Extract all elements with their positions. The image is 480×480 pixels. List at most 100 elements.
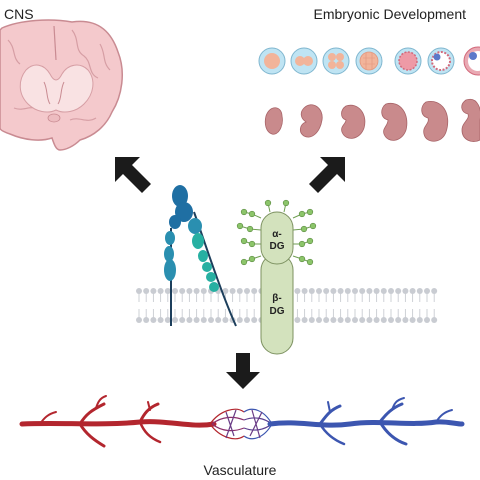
glycan-sugar [246,225,254,233]
lipid-head [294,317,301,323]
lipid-head [143,288,150,294]
lipid-head [316,317,322,323]
lipid-head [301,317,308,323]
lipid-head [222,317,229,323]
glycan-sugar [264,199,272,207]
arrow-up-right-icon [309,157,345,193]
lipid-head [388,317,394,323]
lipid-head [373,288,380,294]
lipid-head [200,317,207,323]
lipid-head [164,288,171,294]
lipid-head [251,288,258,294]
glycan-sugar [306,237,314,245]
lipid-head [308,317,315,323]
embryo-icon [300,104,323,138]
lipid-head [193,317,200,323]
lipid-head [352,288,358,294]
lipid-head [143,317,150,323]
lipid-head [402,288,409,294]
lipid-head [215,317,222,323]
lipid-head [316,288,322,294]
laminin-icon [164,185,237,327]
beta-dg-label-2: DG [270,306,285,317]
lipid-head [244,317,250,323]
arrow-down-icon [226,353,260,389]
lipid-head [431,317,438,323]
glycan-sugar [298,210,306,218]
lipid-head [373,317,380,323]
artery [19,395,217,448]
glycan-sugar [248,210,256,218]
lipid-head [208,317,214,323]
embryo-cell-icon [258,47,286,75]
lipid-head [395,317,402,323]
embryo-cell-icon [355,47,383,75]
embryo-icon [421,101,449,142]
lipid-head [157,288,164,294]
glycan-sugar [306,208,314,216]
glycan-sugar [236,222,244,230]
lipid-head [157,317,164,323]
blood-vessel-icon [19,395,465,448]
dystroglycan-icon: α- DG β- DG [236,199,317,355]
brain-icon [0,19,123,151]
glycan-sugar [300,225,308,233]
lipid-head [193,288,200,294]
lipid-head [244,288,250,294]
lipid-head [186,317,193,323]
lipid-head [172,317,178,323]
lipid-head [186,288,193,294]
glycan-sugar [240,237,248,245]
lipid-head [179,288,186,294]
embryo-cell-icon [322,47,350,75]
lipid-head [301,288,308,294]
lipid-head [366,288,373,294]
glycan-sugar [306,258,314,266]
capillary-bed [209,408,273,440]
lipid-head [136,317,142,323]
lipid-head [344,317,351,323]
lipid-head [172,288,178,294]
lipid-head [308,288,315,294]
lipid-head [416,317,423,323]
lipid-head [164,317,171,323]
lipid-head [251,317,258,323]
glycan-sugar [248,255,256,263]
glycan-sugar [240,208,248,216]
lipid-head [409,288,416,294]
lipid-head [323,288,330,294]
lipid-head [136,288,142,294]
lipid-head [424,317,430,323]
alpha-dg-body [260,211,294,265]
lipid-head [337,288,344,294]
glycan-sugar [298,240,306,248]
lipid-head [330,317,337,323]
lipid-head [416,288,423,294]
embryo-cell-icon [290,47,318,75]
lipid-head [236,317,243,323]
embryo-cell-icon [427,47,455,75]
lipid-head [229,288,236,294]
glycan-sugar [309,222,317,230]
lipid-head [337,317,344,323]
embryo-icon [381,102,408,141]
lipid-head [352,317,358,323]
arrows [115,157,345,389]
lipid-head [179,317,186,323]
lipid-head [380,288,387,294]
lipid-head [150,317,157,323]
embryonic-development-label: Embryonic Development [313,6,466,22]
lipid-head [388,288,394,294]
lipid-head [330,288,337,294]
embryo-cell-icon [463,46,480,76]
alpha-dg-label: α- [272,229,281,240]
embryo-cell-icon [394,47,422,75]
lipid-head [344,288,351,294]
glycan-sugar [298,255,306,263]
glycan-sugar [282,199,290,207]
cns-label: CNS [4,6,34,22]
embryo-fetus-row-icon [264,98,480,142]
embryo-stage-row-icon [258,46,480,76]
